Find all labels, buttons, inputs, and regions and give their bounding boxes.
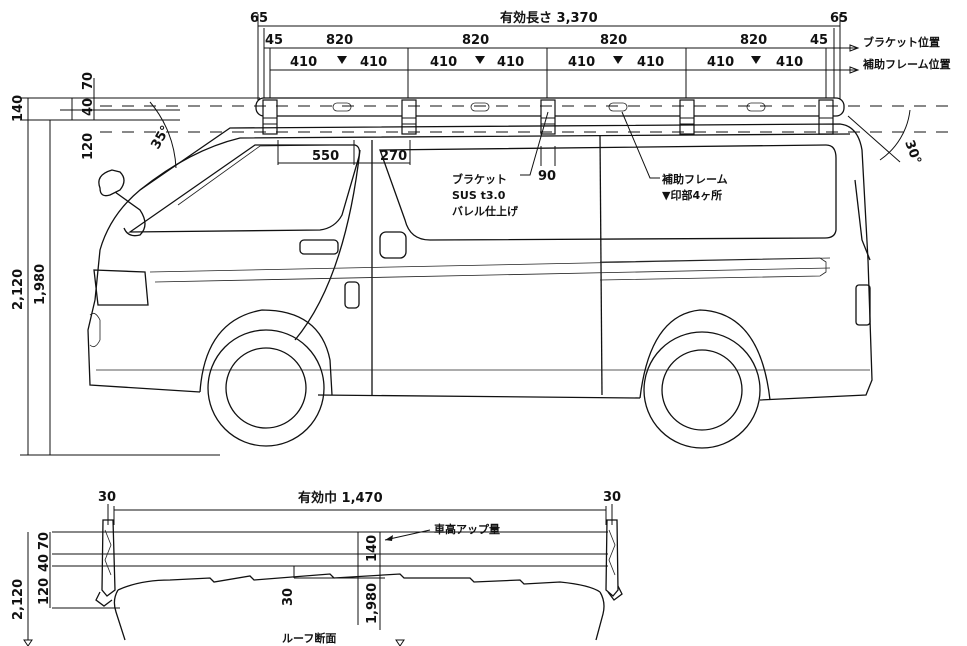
height-dimension-group: 70 40 140 120 2,120 1,980 <box>11 72 260 456</box>
section-dim-30-left: 30 <box>98 490 116 505</box>
van-side-view <box>87 123 873 449</box>
dim-40: 40 <box>81 98 96 116</box>
triangle-markers <box>337 56 761 64</box>
section-dim-120: 120 <box>37 578 52 605</box>
aux-frame-slots <box>332 102 766 112</box>
section-dim-2120: 2,120 <box>11 579 26 620</box>
span-820-4: 820 <box>740 33 767 48</box>
section-dim-40: 40 <box>37 554 52 572</box>
span-410-2: 410 <box>360 55 387 70</box>
dim-2120: 2,120 <box>11 269 26 310</box>
dim-140: 140 <box>11 95 26 122</box>
roof-rack-bar <box>255 97 845 135</box>
effective-width: 有効巾 1,470 <box>298 490 383 506</box>
dim-120: 120 <box>81 133 96 160</box>
section-dim-70: 70 <box>37 532 52 550</box>
section-title: ルーフ断面 <box>282 631 336 645</box>
roof-section-view: 30 30 有効巾 1,470 70 40 120 2,120 140 30 1… <box>11 490 623 646</box>
end-offset-right: 65 <box>830 11 848 26</box>
end-offset-left: 65 <box>250 11 268 26</box>
detail-dimension-group: 550 270 90 ブラケット SUS t3.0 バレル仕上げ 補助フレーム … <box>277 111 728 218</box>
dim-70: 70 <box>81 72 96 90</box>
span-410-6: 410 <box>637 55 664 70</box>
aux-frame-note-2: ▼印部4ヶ所 <box>662 188 722 202</box>
dim-90: 90 <box>538 169 556 184</box>
section-dim-140: 140 <box>365 535 380 562</box>
height-increase-label: 車高アップ量 <box>434 522 500 536</box>
dim-270: 270 <box>380 149 407 164</box>
dim-1980: 1,980 <box>33 264 48 305</box>
span-410-1: 410 <box>290 55 317 70</box>
dim-550: 550 <box>312 149 339 164</box>
span-410-7: 410 <box>707 55 734 70</box>
length-dimension-group: 65 65 有効長さ 3,370 45 45 820 820 820 820 4… <box>250 10 951 100</box>
span-820-2: 820 <box>462 33 489 48</box>
aux-frame-note-1: 補助フレーム <box>661 172 728 186</box>
span-410-4: 410 <box>497 55 524 70</box>
bracket-note-3: バレル仕上げ <box>452 204 519 218</box>
span-820-1: 820 <box>326 33 353 48</box>
effective-length: 有効長さ 3,370 <box>500 10 598 26</box>
section-dim-30-mid: 30 <box>281 588 296 606</box>
offset-45-right: 45 <box>810 33 828 48</box>
label-bracket-position: ブラケット位置 <box>863 35 940 49</box>
span-410-3: 410 <box>430 55 457 70</box>
section-dim-30-right: 30 <box>603 490 621 505</box>
offset-45-left: 45 <box>265 33 283 48</box>
bracket-note-1: ブラケット <box>452 172 507 186</box>
angle-30: 30° <box>901 138 924 166</box>
span-410-5: 410 <box>568 55 595 70</box>
span-410-8: 410 <box>776 55 803 70</box>
section-dim-1980: 1,980 <box>365 583 380 624</box>
label-aux-frame-position: 補助フレーム位置 <box>862 57 951 71</box>
bracket-note-2: SUS t3.0 <box>452 189 506 202</box>
span-820-3: 820 <box>600 33 627 48</box>
